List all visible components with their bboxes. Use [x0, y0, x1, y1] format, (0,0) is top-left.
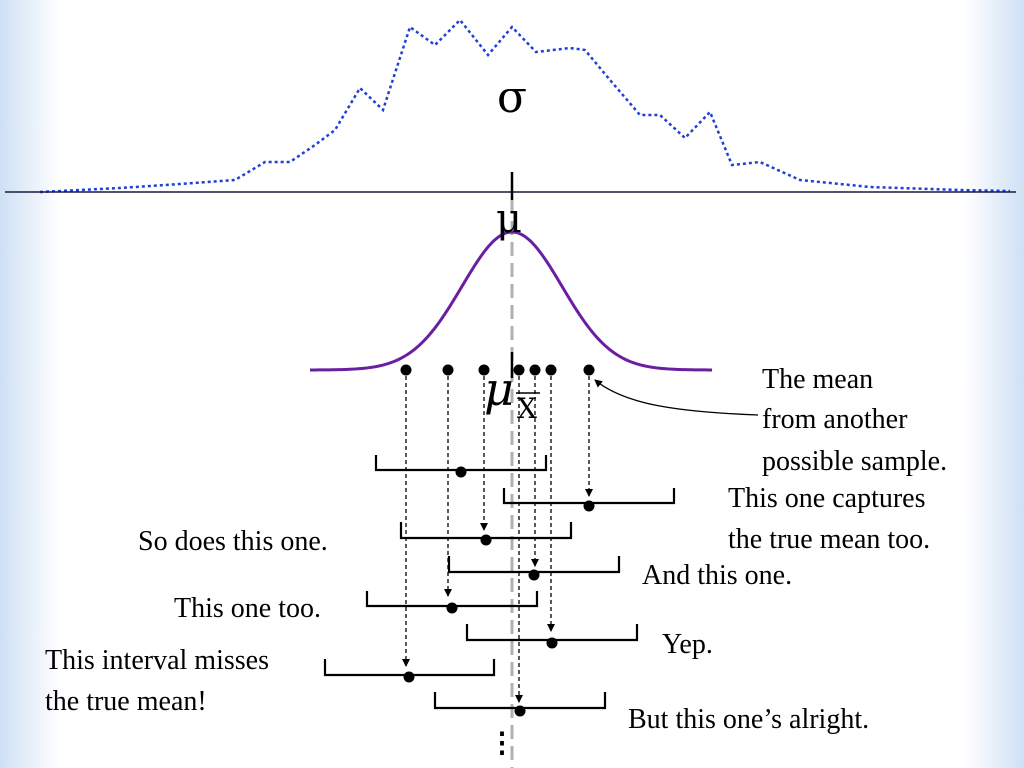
misses-label: This interval misses the true mean! — [45, 645, 276, 717]
interval-center-dot — [583, 500, 595, 512]
interval-center-dot — [546, 637, 558, 649]
another-sample-pointer-arrow — [594, 379, 759, 416]
this-too-label: This one too. — [174, 593, 321, 624]
alright-label: But this one’s alright. — [628, 704, 869, 735]
x-bar-subscript: X — [517, 392, 537, 425]
sampling-distribution-curve — [309, 230, 712, 372]
another-sample-label: The mean from another possible sample. — [762, 364, 947, 477]
interval-centers — [403, 466, 595, 717]
sample-mean-dot — [442, 364, 454, 376]
interval-center-dot — [446, 602, 458, 614]
yep-label: Yep. — [662, 629, 713, 660]
interval-center-dot — [403, 671, 415, 683]
sample-mean-dot — [478, 364, 490, 376]
interval-center-dot — [528, 569, 540, 581]
interval-center-dot — [514, 705, 526, 717]
population-distribution-curve — [39, 18, 1011, 194]
sample-mean-dot — [400, 364, 412, 376]
captures-label: This one captures the true mean too. — [728, 483, 933, 555]
sample-mean-dot — [529, 364, 541, 376]
sample-means — [400, 364, 595, 376]
sample-mean-dot — [513, 364, 525, 376]
confidence-intervals — [323, 455, 676, 710]
so-does-label: So does this one. — [138, 526, 328, 557]
interval-center-dot — [480, 534, 492, 546]
sample-mean-dot — [583, 364, 595, 376]
sample-mean-dot — [545, 364, 557, 376]
sigma-symbol: σ — [497, 72, 527, 123]
continuation-ellipsis: ⋮ — [488, 728, 516, 759]
mu-symbol: μ — [496, 196, 522, 242]
and-this-label: And this one. — [642, 560, 792, 591]
interval-center-dot — [455, 466, 467, 478]
